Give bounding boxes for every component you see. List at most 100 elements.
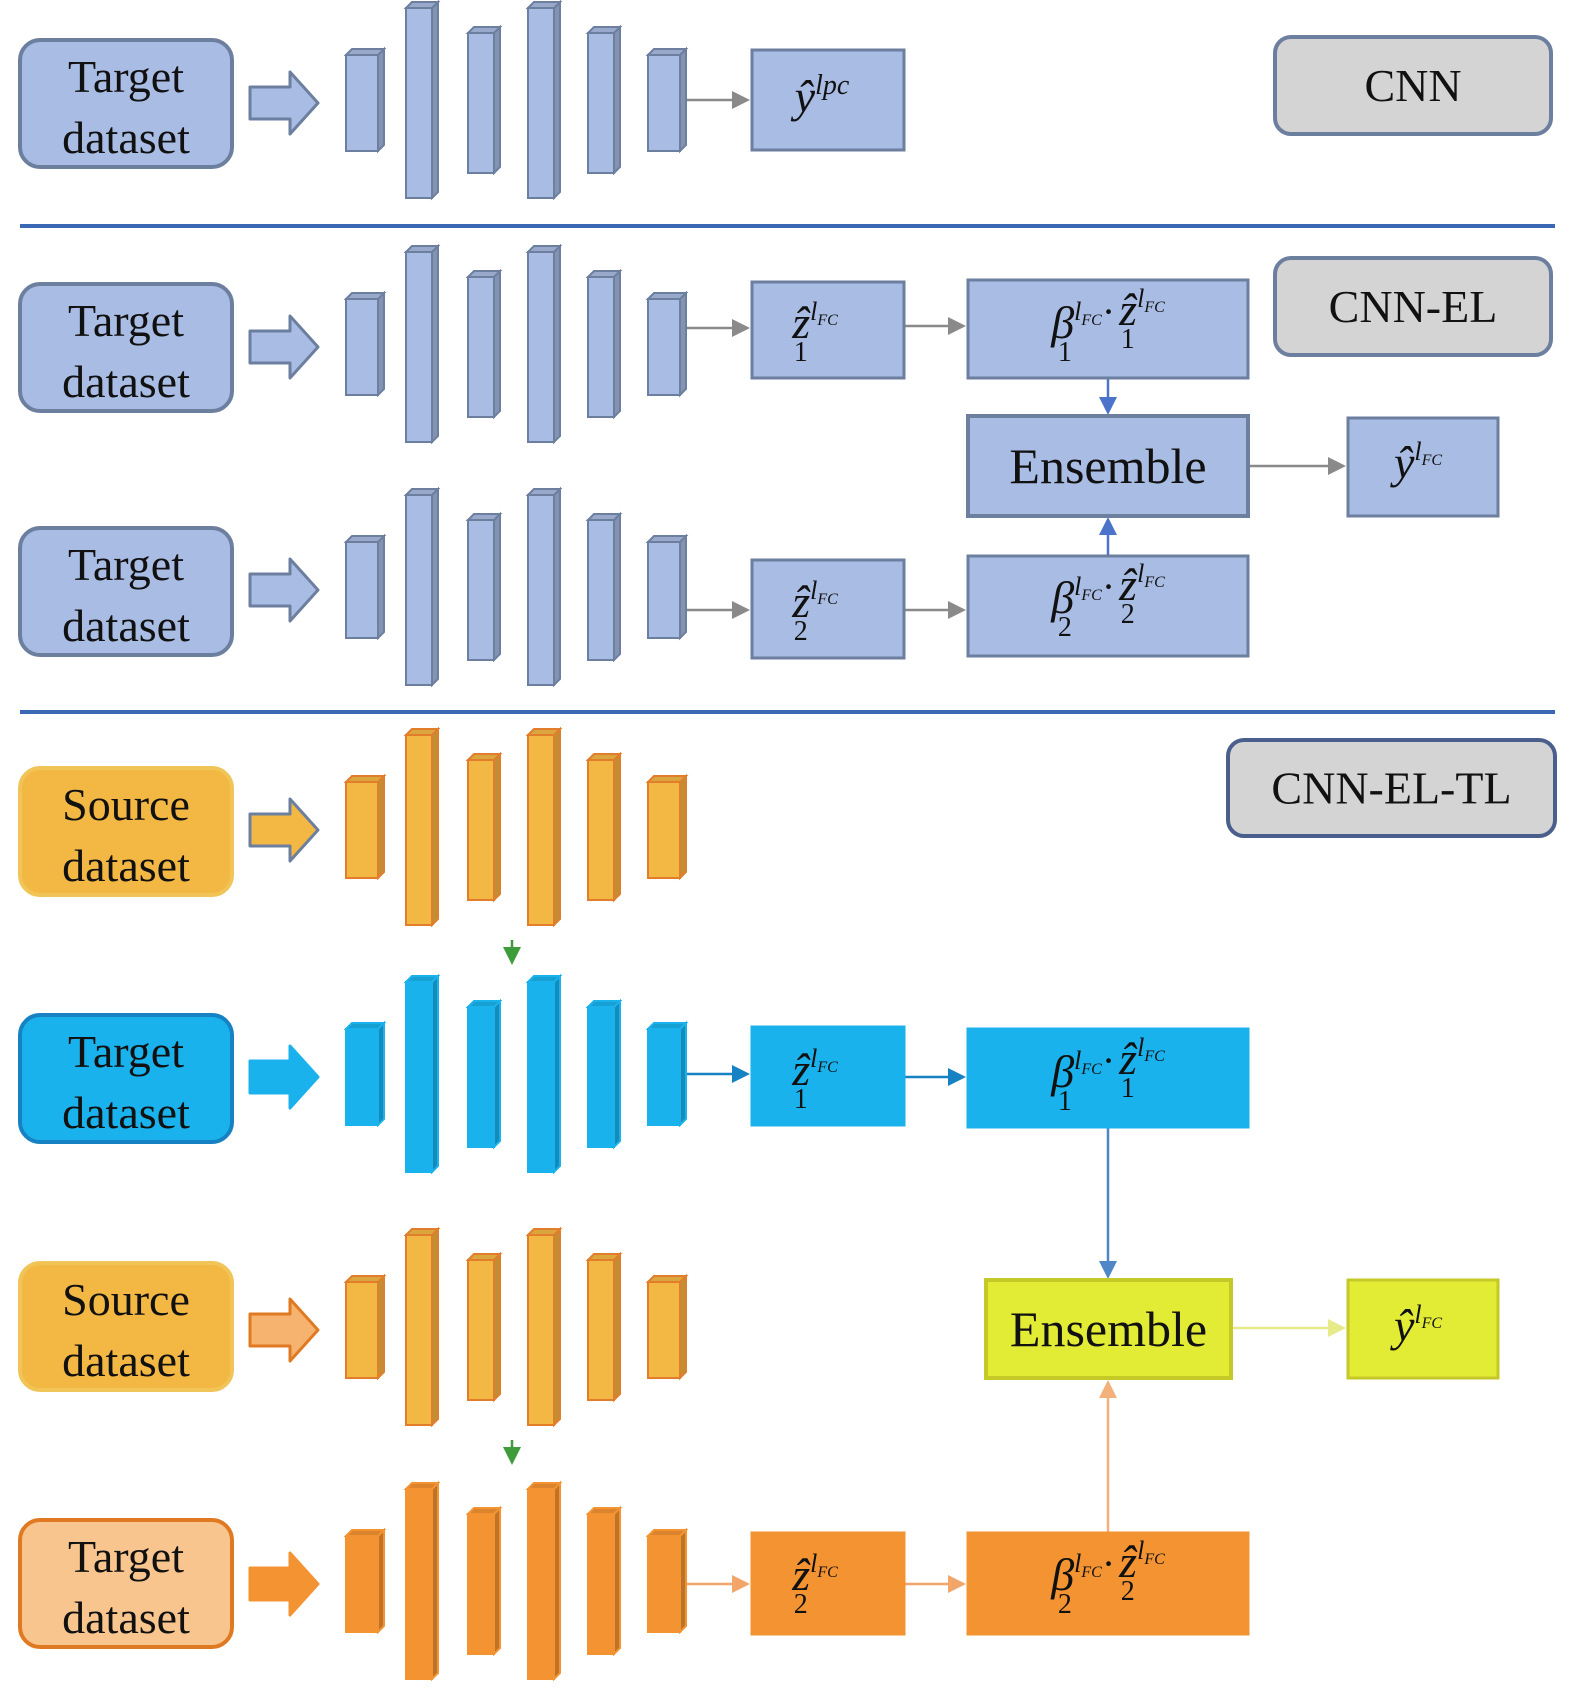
cnn-y-hat-box-box — [750, 48, 906, 152]
cnn-row-cnn-layer-2-front — [405, 7, 433, 199]
cnnel-target-dataset-1-box — [18, 282, 234, 413]
tl-source-input-arrow-1 — [248, 797, 320, 863]
tl-source-row-2-cnn-layer-2 — [403, 1226, 441, 1428]
text-span: 2 — [794, 616, 808, 647]
tl-target-row-1-cnn-layer-1 — [343, 1020, 387, 1128]
cnnel-input-arrow-2 — [248, 557, 320, 623]
tl-target-row-2-cnn-layer-3 — [465, 1505, 503, 1657]
tl-source-row-1-cnn-layer-5-front — [587, 759, 615, 901]
cnnel-arrow-ensemble-out-head — [1328, 457, 1346, 475]
tl-source-row-2-cnn-layer-3-front — [467, 1259, 495, 1401]
tl-source-row-1-cnn-layer-3 — [465, 751, 503, 903]
tl-target-dataset-1-box — [18, 1013, 234, 1144]
tl-target-row-2-cnn-layer-6 — [645, 1527, 689, 1635]
cnnel-arrow-beta1-ensemble-head — [1099, 397, 1117, 415]
cnn-y-hat-box: ŷlpc — [750, 48, 906, 152]
tl-source-row-1-cnn-layer-4 — [525, 726, 563, 928]
tl-target-row-2-cnn-layer-4-front — [527, 1488, 555, 1680]
tl-source-row-1-cnn-layer-3-front — [467, 759, 495, 901]
tl-target-row-1-cnn-layer-4 — [525, 973, 563, 1175]
connector-layer — [503, 91, 1346, 1593]
cnnel-target-dataset-1-label-line2: dataset — [62, 356, 190, 407]
cnn-target-dataset: Target dataset — [18, 38, 234, 169]
cnn-el-label-label: CNN-EL — [1329, 281, 1498, 332]
text-span: FC — [1080, 1061, 1102, 1078]
tl-arrow-z2-head — [732, 1575, 750, 1593]
tl-target-dataset-2-label-line2: dataset — [62, 1592, 190, 1643]
tl-target-row-1-cnn-layer-2 — [403, 973, 441, 1175]
text-span: 1 — [1058, 1086, 1072, 1117]
cnnel-row-2-cnn-layer-1-front — [345, 541, 379, 639]
text-span: l — [1074, 1046, 1081, 1075]
tl-arrow-beta2 — [904, 1575, 966, 1593]
text-span: β — [1050, 572, 1074, 623]
cnnel-arrow-z1-head — [732, 319, 750, 337]
tl-source-row-1-cnn-layer-2-front — [405, 734, 433, 926]
cnn-target-dataset-label-line1: Target — [68, 51, 184, 102]
tl-z1-box-box — [750, 1025, 906, 1127]
text-span: ŷ — [1390, 437, 1415, 488]
tl-target-row-1-cnn-layer-4-front — [527, 981, 555, 1173]
tl-target-row-1-cnn-layer-3-front — [467, 1006, 495, 1148]
text-span: ŷ — [1390, 1300, 1415, 1351]
cnnel-arrow-beta2-head — [948, 601, 966, 619]
cnn-row-cnn-layer-5 — [585, 24, 623, 176]
tl-arrow-beta1-ensemble-head — [1099, 1261, 1117, 1279]
tl-target-row-1-cnn-layer-2-front — [405, 981, 433, 1173]
text-span: ẑ — [1118, 284, 1138, 335]
tl-source-input-arrow-2 — [248, 1297, 320, 1363]
cnnel-target-dataset-1-label-line1: Target — [68, 295, 184, 346]
cnnel-arrow-z2 — [680, 601, 750, 619]
cnn-row-cnn-layer-4-front — [527, 7, 555, 199]
text-span: ẑ — [1118, 1536, 1138, 1587]
tl-target-dataset-2-box — [18, 1518, 234, 1649]
cnnel-ensemble-box — [966, 414, 1250, 518]
text-span: β — [1050, 1549, 1074, 1600]
cnnel-row-1-cnn-layer-4 — [525, 243, 563, 445]
tl-arrow-beta1-head — [948, 1068, 966, 1086]
tl-source-row-2-cnn-layer-4-front — [527, 1234, 555, 1426]
cnn-el-tl-label-box — [1226, 738, 1557, 838]
text-span: ẑ — [791, 297, 811, 348]
tl-source-dataset-2-box — [18, 1261, 234, 1392]
cnnel-ensemble-label: Ensemble — [1009, 438, 1206, 494]
cnnel-target-dataset-2-box — [18, 526, 234, 657]
cnnel-row-1-cnn-layer-6-front — [647, 298, 681, 396]
tl-source-row-2-cnn-layer-6-front — [647, 1281, 681, 1379]
text-span: FC — [1080, 312, 1102, 329]
text-span: FC — [1143, 574, 1165, 591]
tl-source-row-1-cnn-layer-6-front — [647, 781, 681, 879]
tl-source-row-1-cnn-layer-1-front — [345, 781, 379, 879]
tl-source-dataset-2-label-line1: Source — [62, 1274, 190, 1325]
tl-source-dataset-1-label-line1: Source — [62, 779, 190, 830]
cnnel-target-dataset-2-label-line1: Target — [68, 539, 184, 590]
tl-y-hat-box-box — [1346, 1278, 1500, 1380]
text-span: · — [1102, 1038, 1115, 1083]
cnn-label: CNN — [1273, 35, 1553, 136]
cnn-el-label: CNN-EL — [1273, 256, 1553, 357]
cnnel-y-hat-fc: ŷlFC — [1390, 437, 1442, 488]
tl-source-row-1-cnn-layer-6 — [645, 773, 689, 881]
cnn-row-cnn-layer-1-front — [345, 54, 379, 152]
text-span: ẑ — [791, 576, 811, 627]
tl-arrow-beta1 — [904, 1068, 966, 1086]
text-span: l — [1074, 297, 1081, 326]
tl-source-row-2-cnn-layer-1-front — [345, 1281, 379, 1379]
cnn-target-dataset-label-line2: dataset — [62, 112, 190, 163]
cnnel-row-2-cnn-layer-3 — [465, 511, 503, 663]
cnnel-ensemble: Ensemble — [966, 414, 1250, 518]
cnn-row-cnn-layer-1 — [343, 46, 387, 154]
text-span: l — [1137, 1033, 1144, 1062]
tl-transfer-arrow-1 — [503, 940, 521, 965]
text-span: l — [1137, 284, 1144, 313]
